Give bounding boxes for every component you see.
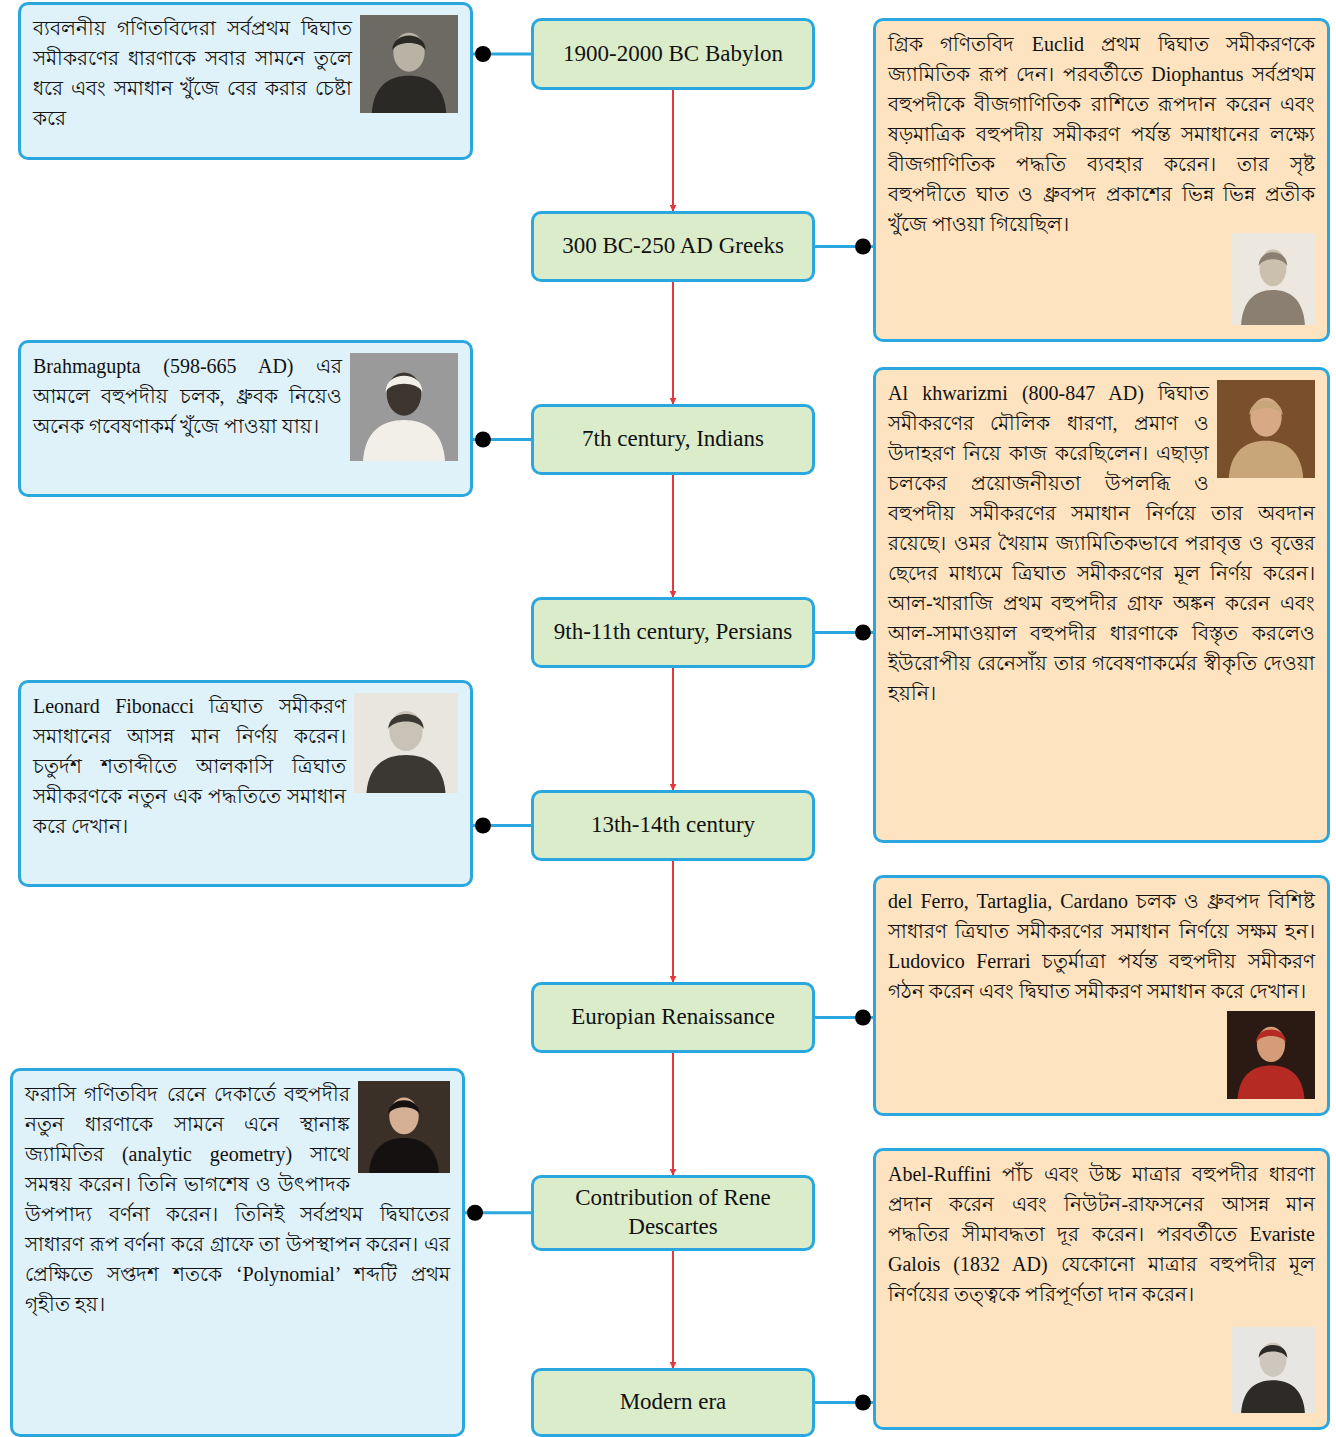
note-box: Abel-Ruffini পাঁচ এবং উচ্চ মাত্রার বহুপদ…	[873, 1148, 1330, 1430]
connector	[473, 46, 531, 62]
connector-dot	[855, 625, 871, 641]
note-text: Leonard Fibonacci ত্রিঘাত সমীকরণ সমাধানে…	[33, 695, 346, 837]
era-label: 300 BC-250 AD Greeks	[562, 232, 784, 261]
era-box: Contribution of Rene Descartes	[531, 1175, 815, 1251]
era-label: 13th-14th century	[591, 811, 755, 840]
connector-dot	[855, 1395, 871, 1411]
connector-dot	[475, 46, 491, 62]
era-box: 9th-11th century, Persians	[531, 597, 815, 668]
connector	[473, 432, 531, 448]
portrait-drawing	[350, 353, 458, 461]
connector	[473, 818, 531, 834]
portrait-drawing	[360, 15, 458, 113]
portrait-image	[354, 693, 458, 793]
note-box: ফরাসি গণিতবিদ রেনে দেকার্তে বহুপদীর নতুন…	[10, 1068, 465, 1437]
note-box: ব্যবলনীয় গণিতবিদেরা সর্বপ্রথম দ্বিঘাত স…	[18, 2, 473, 160]
connector	[673, 282, 674, 404]
note-box: Brahmagupta (598-665 AD) এর আমলে বহুপদীয…	[18, 340, 473, 497]
portrait-drawing	[1227, 1011, 1315, 1099]
note-text: ব্যবলনীয় গণিতবিদেরা সর্বপ্রথম দ্বিঘাত স…	[33, 17, 352, 129]
portrait-image	[1217, 380, 1315, 478]
connector	[815, 1395, 873, 1411]
connector	[673, 668, 674, 790]
portrait-image	[358, 1081, 450, 1173]
note-box: গ্রিক গণিতবিদ Euclid প্রথম দ্বিঘাত সমীকর…	[873, 18, 1330, 342]
connector	[673, 475, 674, 597]
era-label: Modern era	[620, 1388, 727, 1417]
connector	[465, 1205, 531, 1221]
connector-dot	[855, 239, 871, 255]
connector	[673, 1251, 674, 1369]
connector	[673, 1053, 674, 1175]
connector	[815, 625, 873, 641]
portrait-image	[350, 353, 458, 461]
note-text: গ্রিক গণিতবিদ Euclid প্রথম দ্বিঘাত সমীকর…	[888, 33, 1315, 235]
portrait-image	[1231, 233, 1315, 325]
portrait-drawing	[1231, 1327, 1315, 1413]
note-box: del Ferro, Tartaglia, Cardano চলক ও ধ্রু…	[873, 875, 1330, 1116]
portrait-image	[360, 15, 458, 113]
portrait-drawing	[354, 693, 458, 793]
portrait-drawing	[1231, 233, 1315, 325]
era-label: Contribution of Rene Descartes	[542, 1184, 804, 1242]
era-label: 9th-11th century, Persians	[554, 618, 792, 647]
connector-dot	[475, 818, 491, 834]
portrait-drawing	[1217, 380, 1315, 478]
era-label: 1900-2000 BC Babylon	[563, 40, 783, 69]
note-text: Brahmagupta (598-665 AD) এর আমলে বহুপদীয…	[33, 355, 342, 437]
connector	[673, 90, 674, 211]
note-text: Abel-Ruffini পাঁচ এবং উচ্চ মাত্রার বহুপদ…	[888, 1163, 1315, 1305]
era-box: 13th-14th century	[531, 790, 815, 861]
portrait-image	[1227, 1011, 1315, 1099]
era-label: 7th century, Indians	[582, 425, 764, 454]
connector	[815, 1010, 873, 1026]
note-box: Leonard Fibonacci ত্রিঘাত সমীকরণ সমাধানে…	[18, 680, 473, 887]
connector-dot	[467, 1205, 483, 1221]
era-box: 300 BC-250 AD Greeks	[531, 211, 815, 282]
connector	[815, 239, 873, 255]
connector	[673, 861, 674, 982]
era-box: 1900-2000 BC Babylon	[531, 18, 815, 90]
era-box: Modern era	[531, 1368, 815, 1437]
portrait-drawing	[358, 1081, 450, 1173]
note-text: del Ferro, Tartaglia, Cardano চলক ও ধ্রু…	[888, 890, 1315, 1002]
era-box: 7th century, Indians	[531, 404, 815, 475]
connector-dot	[855, 1010, 871, 1026]
note-box: Al khwarizmi (800-847 AD) দ্বিঘাত সমীকরণ…	[873, 367, 1330, 843]
era-label: Europian Renaissance	[571, 1003, 775, 1032]
era-box: Europian Renaissance	[531, 982, 815, 1053]
portrait-image	[1231, 1327, 1315, 1413]
connector-dot	[475, 432, 491, 448]
